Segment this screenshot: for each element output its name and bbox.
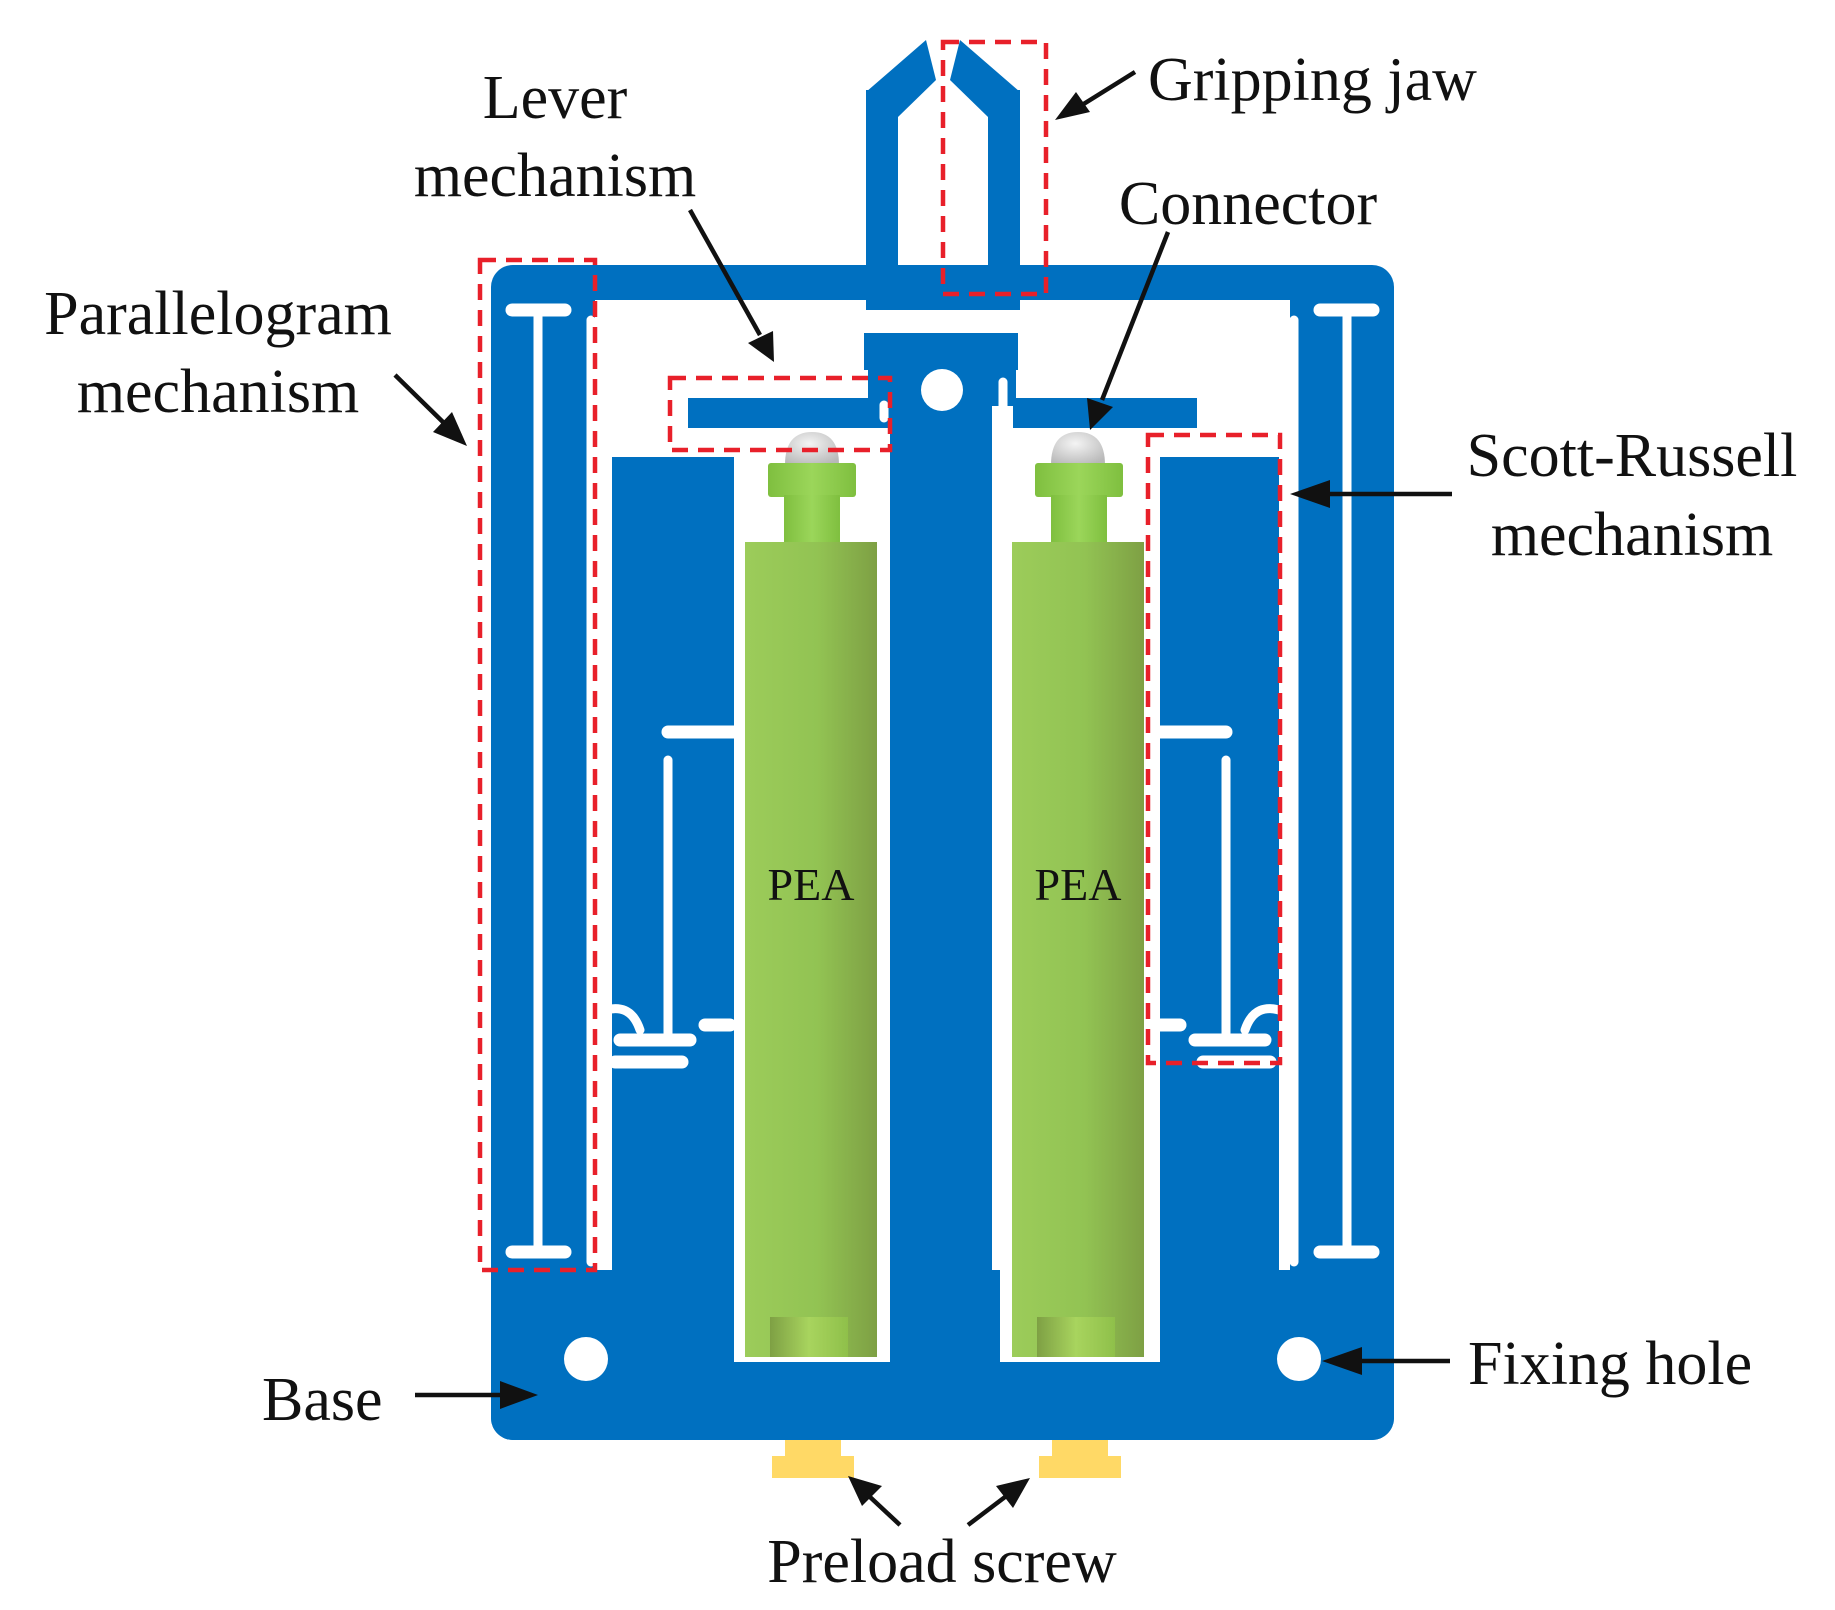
preload-screw-right <box>1039 1440 1121 1478</box>
base <box>491 1270 1394 1440</box>
connector-label: Connector <box>1119 170 1378 238</box>
labels: Gripping jaw Lever mechanism Connector P… <box>44 46 1797 1596</box>
annotation-arrows <box>393 70 1452 1527</box>
fixing-hole-label: Fixing hole <box>1468 1330 1752 1398</box>
center-column <box>890 360 992 1345</box>
gripping-jaw-label: Gripping jaw <box>1148 46 1477 114</box>
lever-box <box>667 375 893 453</box>
preload-screw-label: Preload screw <box>767 1528 1117 1596</box>
pea-actuator-right: PEA <box>1012 432 1144 1357</box>
scott-russell-label-line2: mechanism <box>1491 501 1773 569</box>
pea-actuator-left: PEA <box>745 432 877 1357</box>
flexure-slots <box>505 303 1380 1267</box>
scott-russell-box <box>1145 432 1283 1066</box>
connector-ball-right <box>1051 432 1105 465</box>
center-hole <box>921 369 963 411</box>
right-block <box>1160 457 1279 1360</box>
parallelogram-label-line1: Parallelogram <box>44 280 392 348</box>
parallelogram-box <box>477 257 598 1273</box>
lever-label-line1: Lever <box>483 64 628 132</box>
pea-left-label: PEA <box>768 859 855 910</box>
fixing-hole-right <box>1277 1337 1321 1381</box>
parallelogram-label-line2: mechanism <box>77 358 359 426</box>
gripper-body <box>491 40 1394 1440</box>
base-label: Base <box>262 1366 383 1434</box>
lever-label-line2: mechanism <box>414 142 696 210</box>
gripping-jaw-box <box>940 39 1049 297</box>
preload-screw-left <box>772 1440 854 1478</box>
pea-right-label: PEA <box>1035 859 1122 910</box>
scott-russell-label-line1: Scott-Russell <box>1467 422 1798 490</box>
left-block <box>612 457 734 1360</box>
lever-arm-left <box>688 398 890 428</box>
fixing-hole-left <box>564 1337 608 1381</box>
